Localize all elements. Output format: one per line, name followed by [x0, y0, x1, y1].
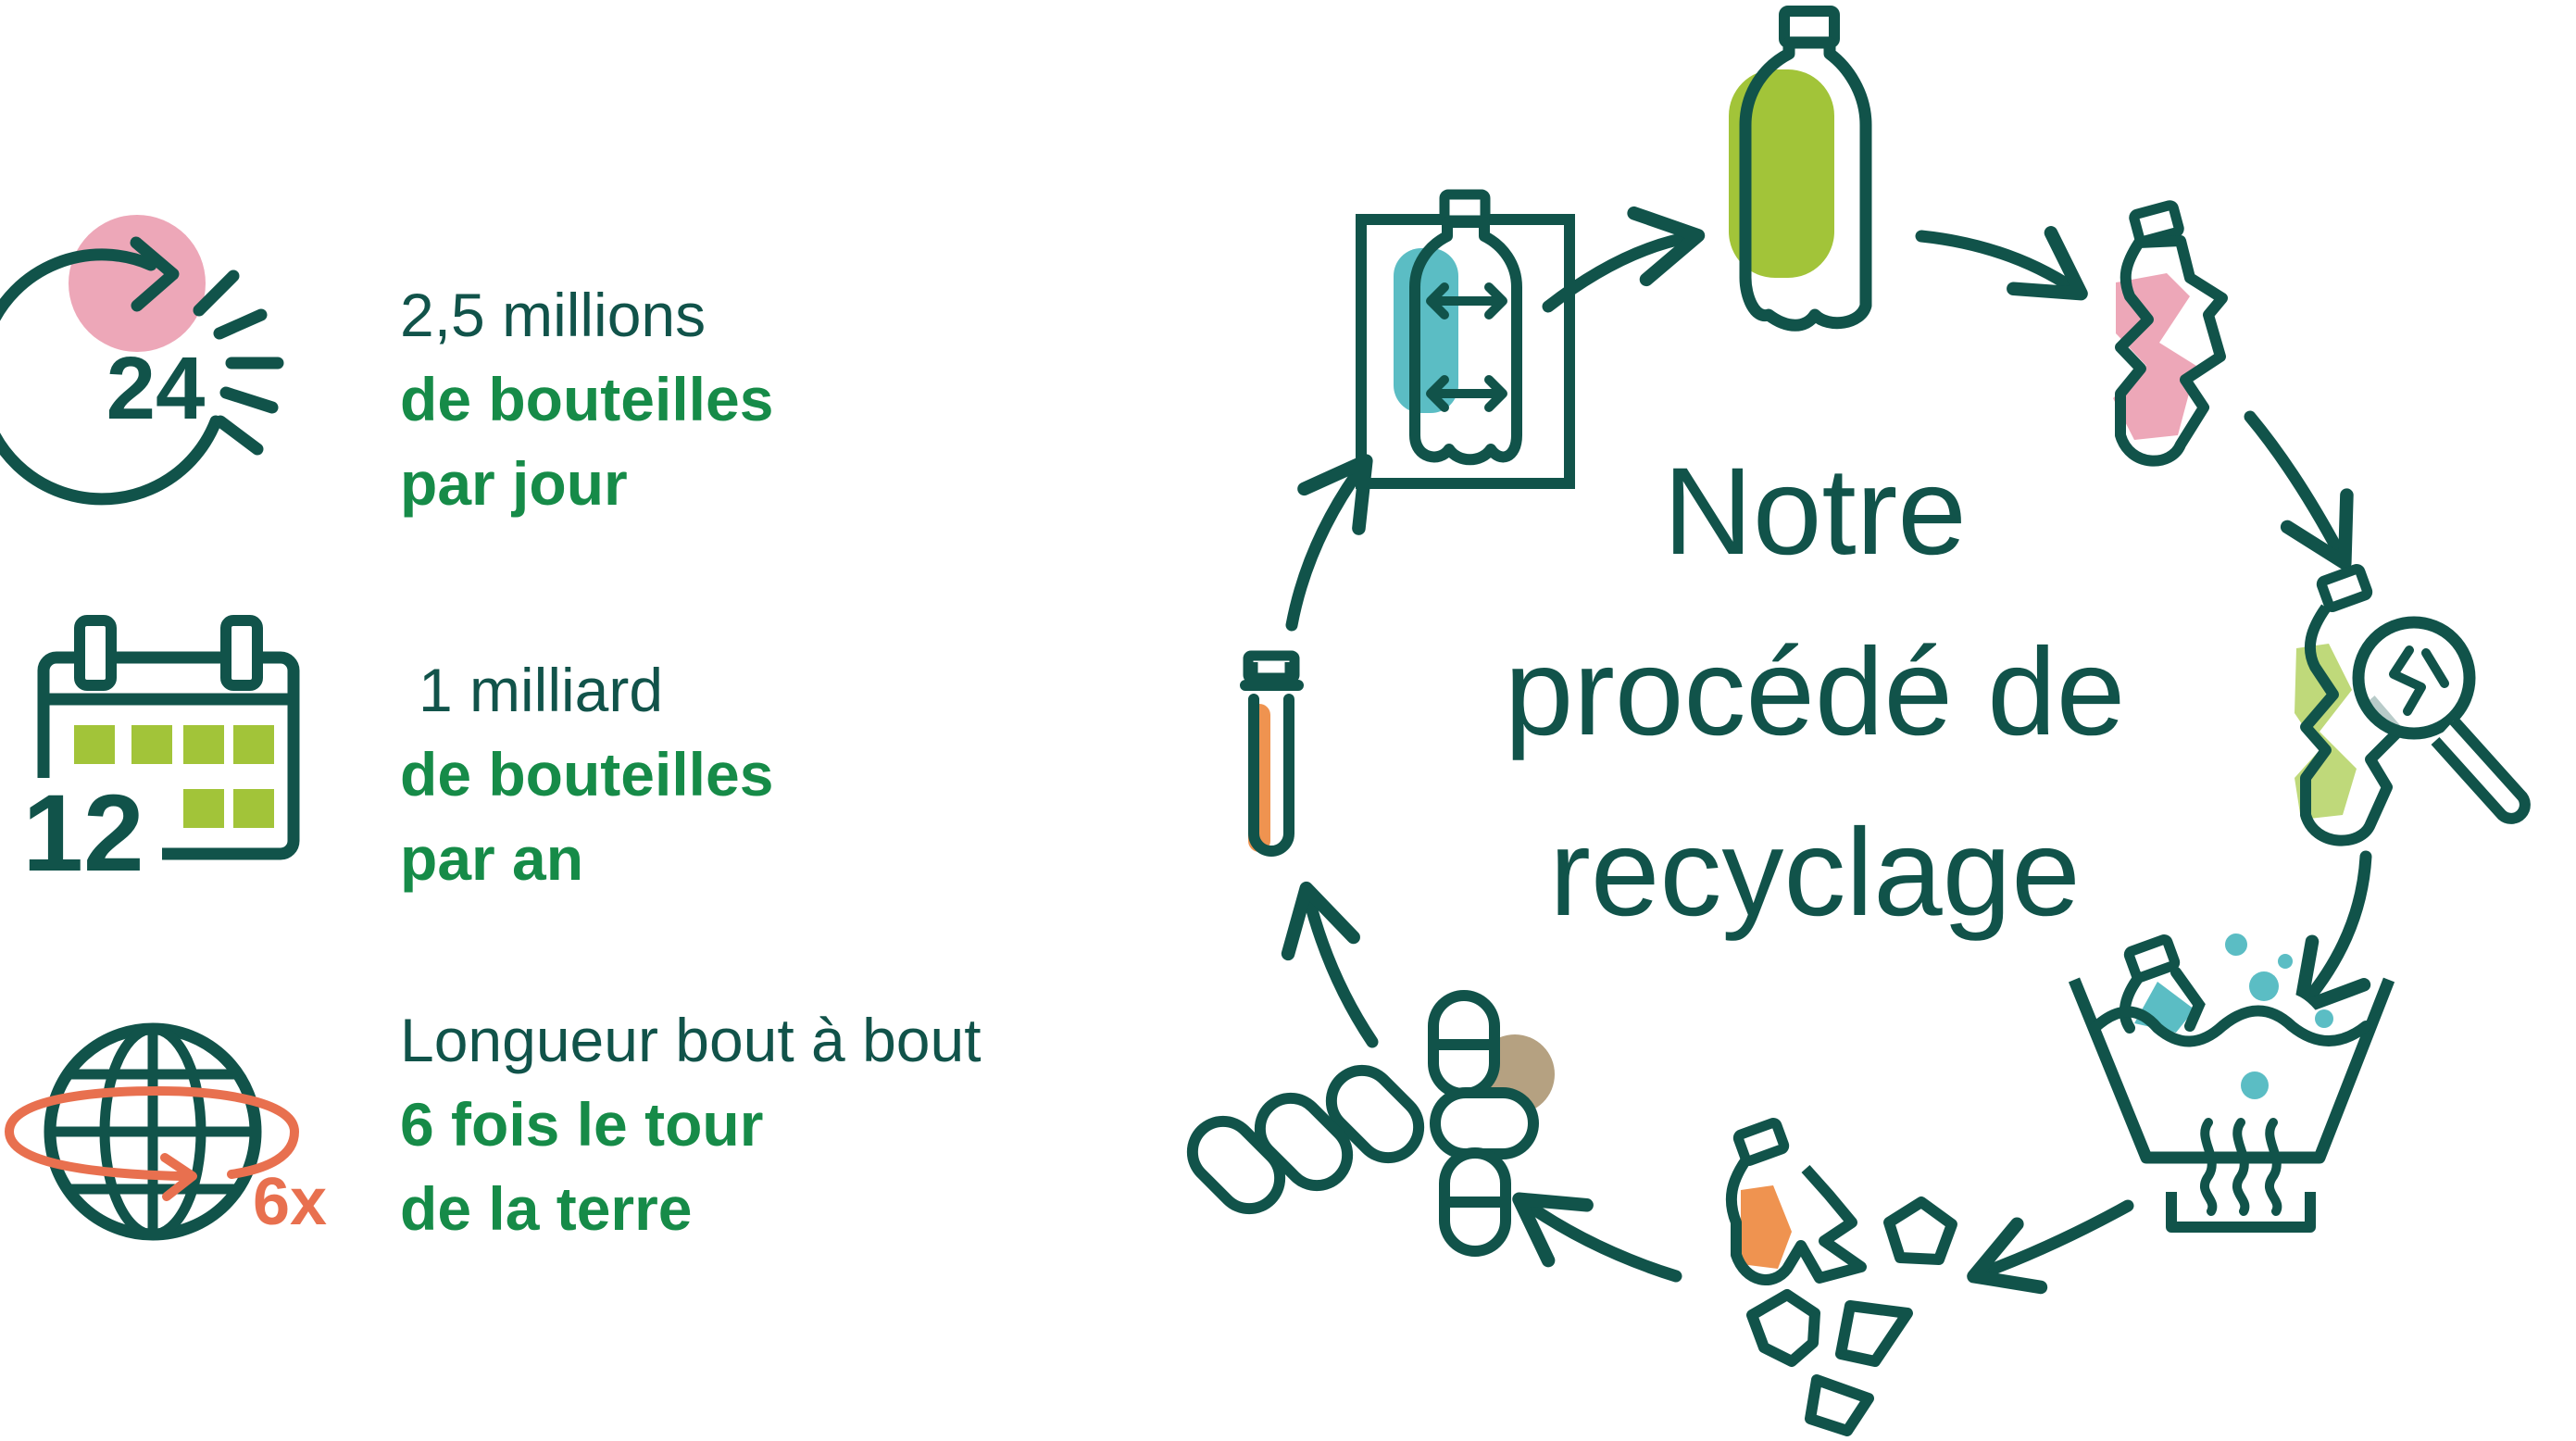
bottle-icon [1729, 6, 1872, 332]
arrow-crushed-to-inspection [2244, 410, 2354, 570]
stat-yearly: 1 milliard de bouteilles par an [400, 648, 773, 901]
arrow-bottle-to-crushed [1915, 226, 2088, 301]
crushed-bottle-icon [2113, 200, 2228, 467]
arrow-preform-to-molding [1285, 454, 1373, 632]
arrow-inspection-to-washing [2293, 850, 2372, 1016]
stat-yearly-period: par an [400, 824, 584, 893]
globe-badge: 6x [253, 1165, 327, 1239]
bottle-molding-icon [1356, 189, 1575, 489]
stat-daily: 2,5 millions de bouteilles par jour [400, 273, 773, 526]
cycle-title-line-1: Notre [1663, 443, 1967, 581]
stat-daily-amount: 2,5 millions [400, 281, 707, 349]
globe-icon: 6x [4, 1022, 327, 1241]
stat-length-value: 6 fois le tour [400, 1090, 764, 1159]
clock-badge: 24 [106, 339, 206, 438]
shredded-flakes-icon [1725, 1118, 1957, 1436]
stat-length-reference: de la terre [400, 1174, 693, 1243]
washing-basin-icon [2068, 934, 2395, 1233]
arrow-washing-to-flakes [1967, 1199, 2134, 1295]
stat-yearly-amount: 1 milliard [419, 656, 664, 724]
arrow-flakes-to-pellets [1512, 1192, 1682, 1283]
cycle-title: Notre procédé de recyclage [1370, 421, 2259, 963]
cycle-title-line-2: procédé de [1504, 623, 2126, 761]
stat-daily-period: par jour [400, 449, 628, 518]
calendar-badge: 12 [22, 772, 144, 895]
calendar-icon: 12 [5, 615, 300, 895]
inspection-magnifier-icon [2295, 564, 2531, 846]
stat-yearly-unit: de bouteilles [400, 740, 774, 808]
pellets-icon [1186, 990, 1555, 1257]
preform-tube-icon [1240, 650, 1304, 857]
stat-length: Longueur bout à bout 6 fois le tour de l… [400, 998, 982, 1251]
stat-length-label: Longueur bout à bout [400, 1006, 982, 1074]
stat-daily-unit: de bouteilles [400, 365, 774, 433]
cycle-title-line-3: recyclage [1549, 804, 2081, 942]
arrow-pellets-to-preform [1281, 881, 1379, 1048]
clock-24-icon: 24 [0, 215, 284, 506]
